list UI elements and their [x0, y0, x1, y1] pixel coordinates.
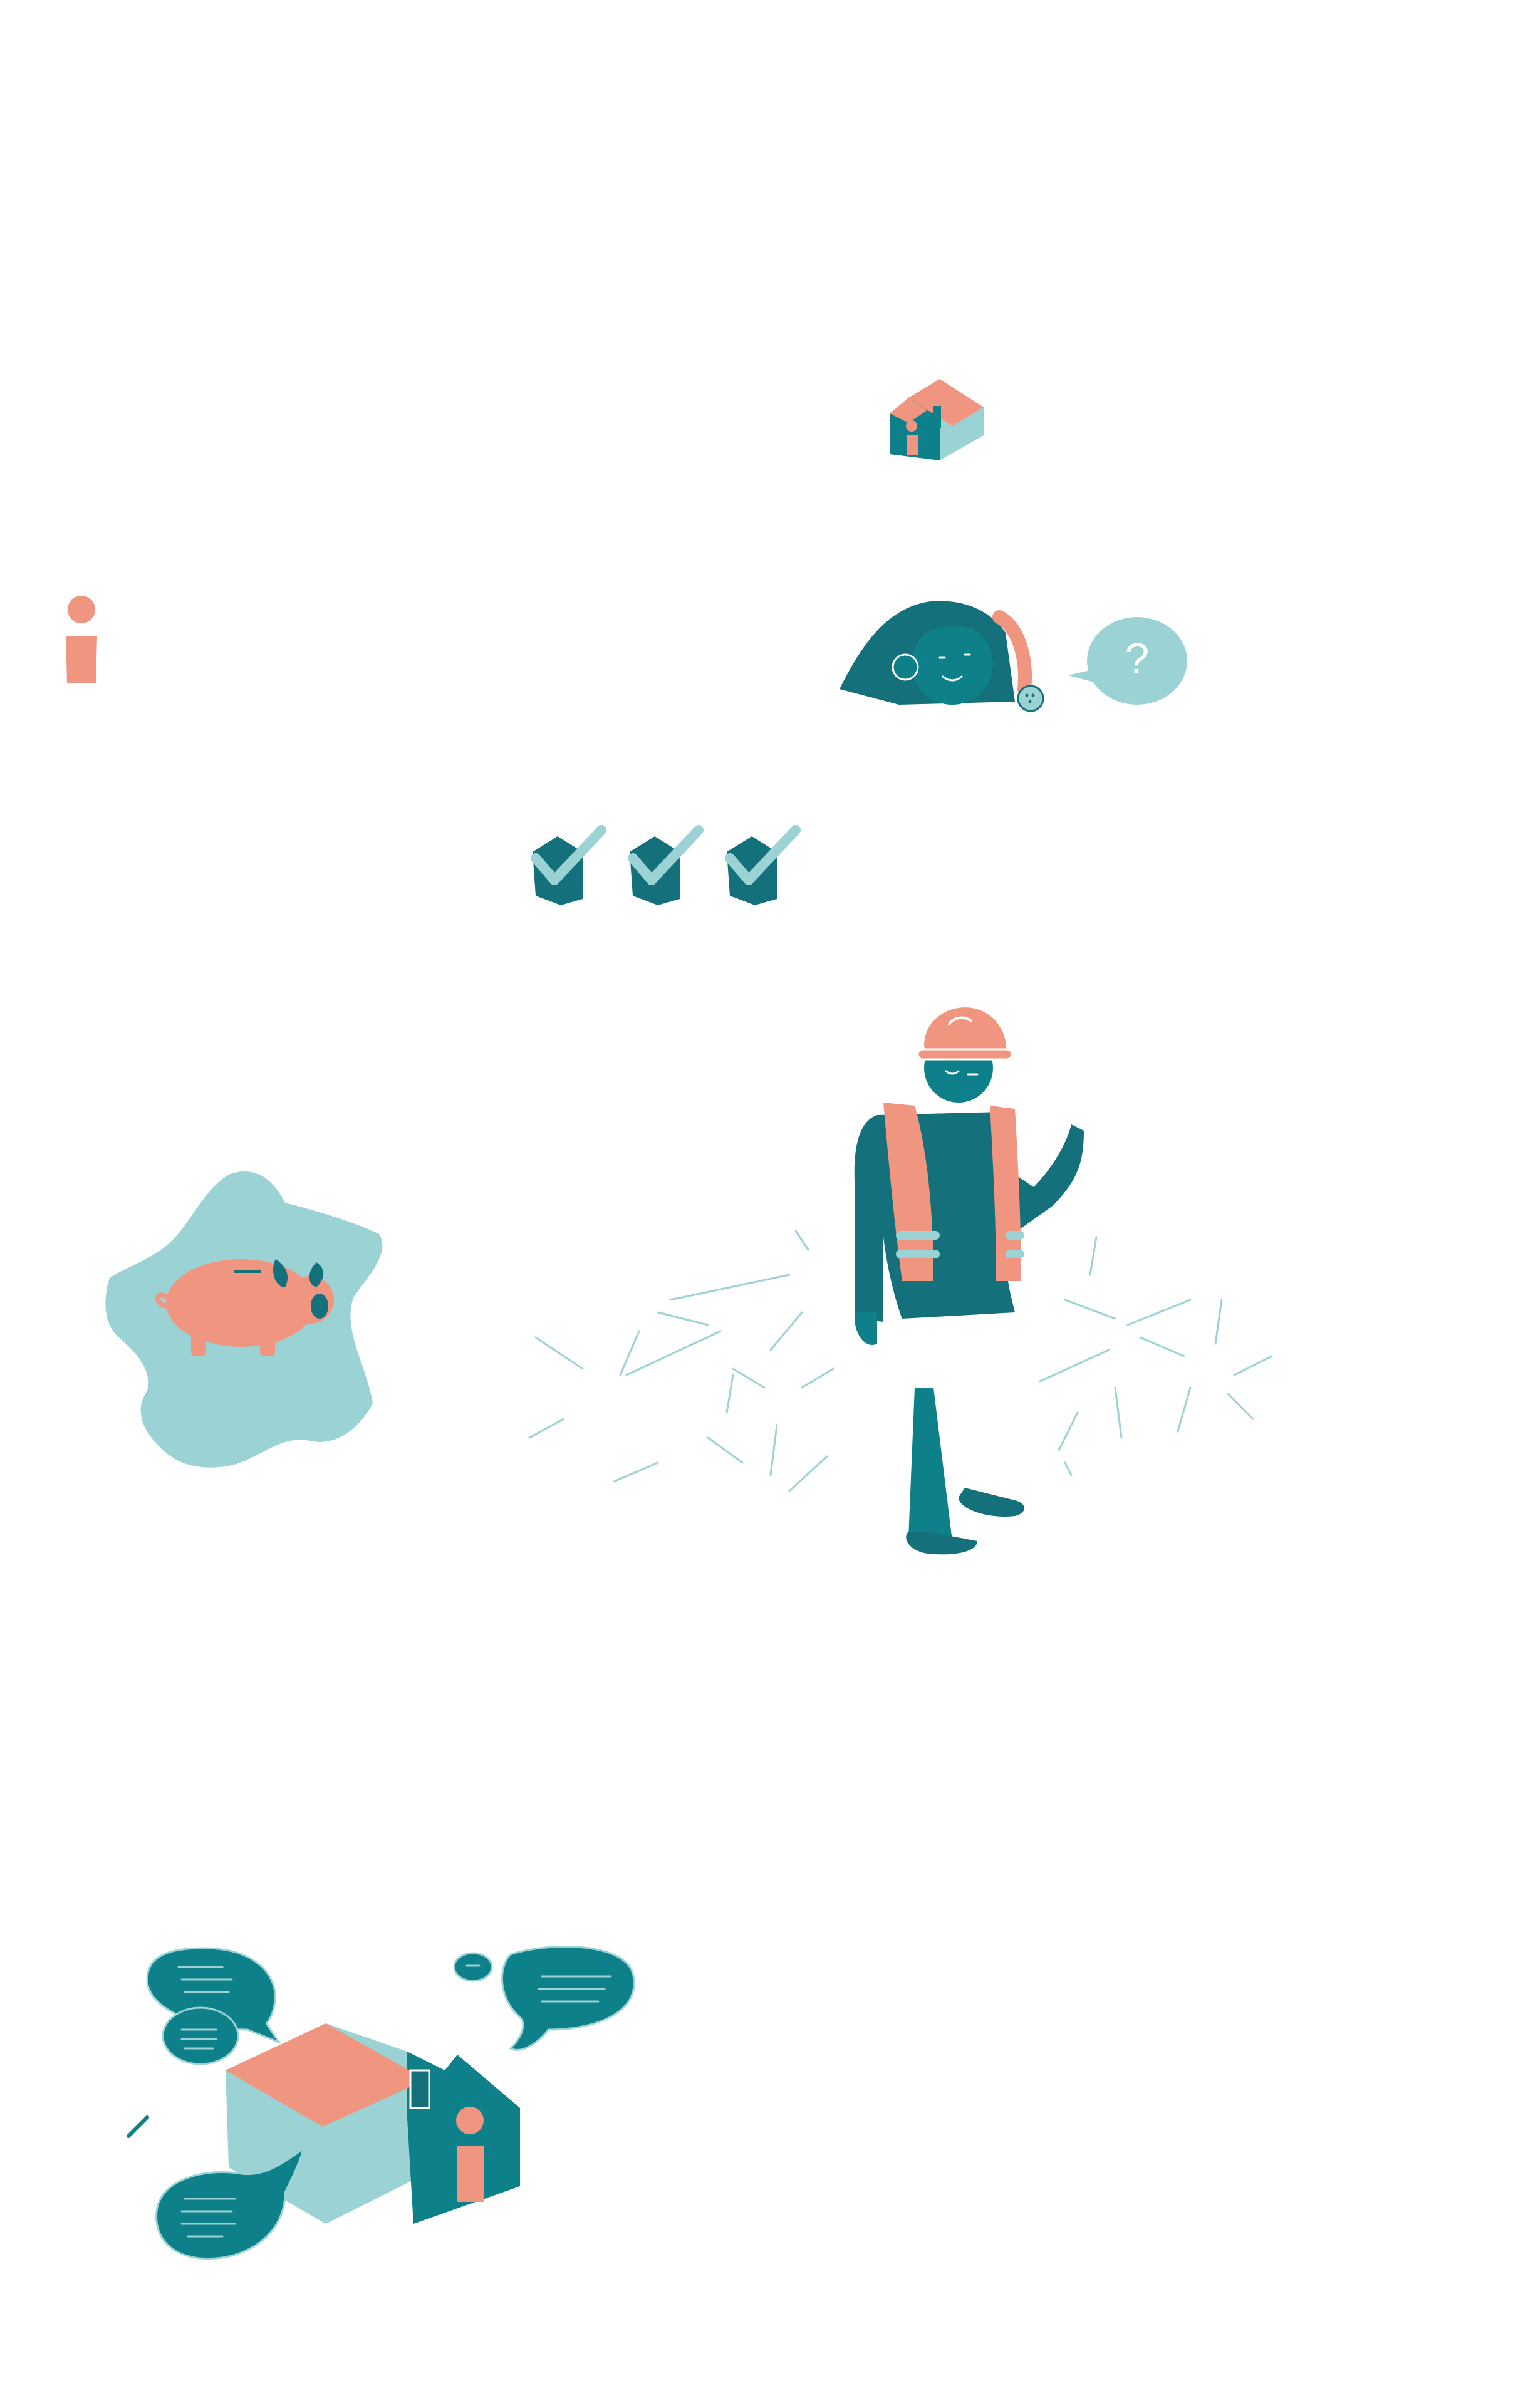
house-check-icons — [526, 821, 814, 921]
house-check-icon — [531, 825, 606, 905]
question-mark-text: ? — [1125, 634, 1150, 683]
speech-bubble — [155, 2146, 306, 2260]
construction-worker-illustration — [526, 987, 1291, 1582]
france-map-piggy-bank-illustration — [103, 1165, 388, 1472]
speech-bubble — [453, 1952, 493, 1982]
house-speech-bubbles-illustration — [122, 1929, 648, 2274]
info-icon — [60, 592, 110, 686]
speech-bubble — [501, 1946, 635, 2051]
house-check-icon — [725, 825, 801, 905]
house-check-icon — [628, 825, 704, 905]
house-icon — [880, 376, 993, 470]
girl-on-phone-illustration: ? — [836, 595, 1197, 720]
speech-bubble — [162, 2006, 239, 2065]
